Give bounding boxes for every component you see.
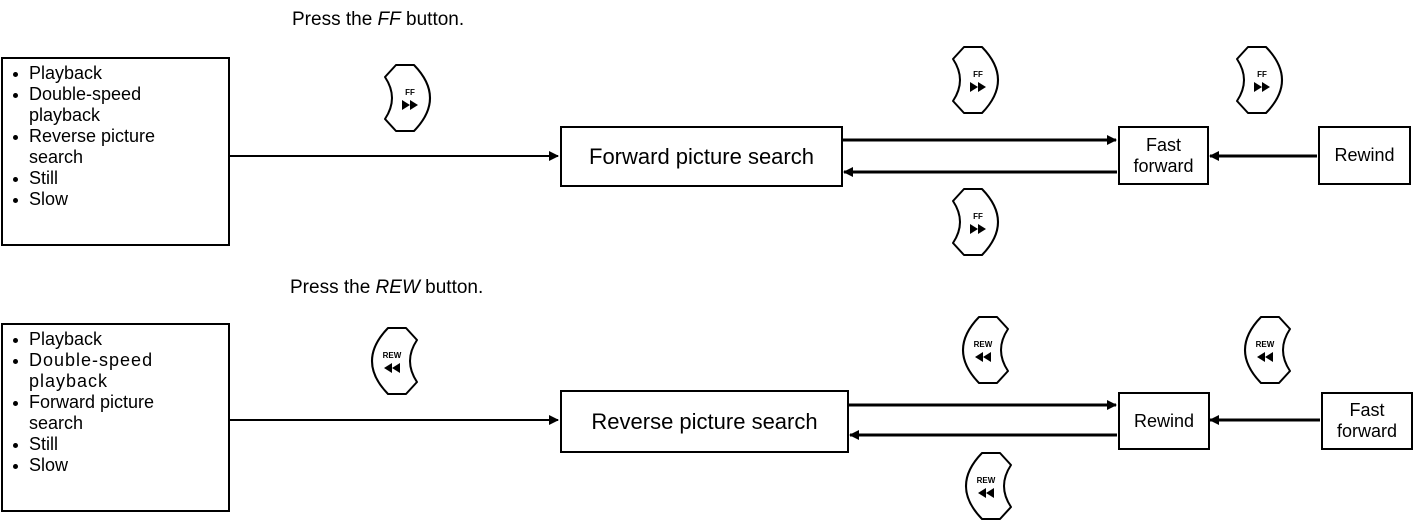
rew-rewind-box: Rewind [1118, 392, 1210, 450]
ff-fast-forward-label-line1: Fast [1145, 134, 1181, 155]
ff-button-fast-forward-to-search: FF [952, 188, 999, 256]
rew-caption: Press the REW button. [290, 277, 484, 298]
fast-forward-icon [970, 82, 986, 92]
ff-arrows [229, 135, 1317, 177]
rew-fast-forward-label-line1: Fast [1349, 400, 1385, 420]
list-item: Reverse picture search [3, 126, 199, 168]
list-item: Double-speed playback [3, 350, 199, 392]
ff-button-to-forward-search: FF [384, 64, 431, 132]
list-item: Playback [3, 329, 228, 350]
ff-source-states-list: Playback Double-speed playback Reverse p… [3, 63, 228, 210]
rew-button-label: REW [974, 340, 993, 349]
ff-fast-forward-box: Fast forward [1118, 126, 1209, 185]
rew-button-fast-forward-to-rewind: REW [1244, 316, 1291, 384]
rew-button-label: REW [383, 351, 402, 360]
rew-button-rewind-to-search: REW [965, 452, 1012, 520]
fast-forward-icon [402, 100, 418, 110]
list-item: Playback [3, 63, 228, 84]
list-item: Slow [3, 189, 228, 210]
rew-fast-forward-box: Fast forward [1321, 392, 1413, 450]
rew-button-icons: REW REW REW REW [371, 316, 1291, 520]
ff-forward-picture-search-label: Forward picture search [589, 143, 814, 169]
list-item: Double-speed playback [3, 84, 179, 126]
rew-button-to-reverse-search: REW [371, 327, 418, 395]
rew-button-label: REW [1256, 340, 1275, 349]
rew-button-label: REW [977, 476, 996, 485]
rewind-icon [1257, 352, 1273, 362]
ff-forward-picture-search-box: Forward picture search [560, 126, 843, 187]
ff-button-icons: FF FF FF FF [384, 46, 1283, 256]
ff-source-states-box: Playback Double-speed playback Reverse p… [1, 57, 230, 246]
ff-rewind-label: Rewind [1334, 145, 1395, 165]
ff-button-label: FF [973, 212, 983, 221]
rew-button-search-to-rewind: REW [962, 316, 1009, 384]
ff-fast-forward-label-line2: forward [1133, 155, 1194, 176]
ff-button-rewind-to-fast-forward: FF [1236, 46, 1283, 114]
rewind-icon [384, 363, 400, 373]
list-item: Still [3, 434, 228, 455]
rew-rewind-label: Rewind [1133, 410, 1195, 431]
ff-button-label: FF [405, 88, 415, 97]
rewind-icon [975, 352, 991, 362]
rew-arrows [229, 400, 1320, 440]
fast-forward-icon [1254, 82, 1270, 92]
rew-reverse-picture-search-label: Reverse picture search [591, 408, 818, 434]
ff-button-search-to-fast-forward: FF [952, 46, 999, 114]
ff-button-label: FF [1257, 70, 1267, 79]
rewind-icon [978, 488, 994, 498]
list-item: Still [3, 168, 228, 189]
rew-caption-button: REW [375, 277, 420, 298]
rew-reverse-picture-search-box: Reverse picture search [560, 390, 849, 453]
rew-source-states-box: Playback Double-speed playback Forward p… [1, 323, 230, 512]
ff-caption: Press the FF button. [292, 9, 465, 30]
rew-source-states-list: Playback Double-speed playback Forward p… [3, 329, 228, 476]
ff-button-label: FF [973, 70, 983, 79]
fast-forward-icon [970, 224, 986, 234]
rew-fast-forward-label-line2: forward [1336, 421, 1398, 441]
list-item: Slow [3, 455, 228, 476]
list-item: Forward picture search [3, 392, 199, 434]
ff-caption-button: FF [377, 9, 401, 30]
ff-rewind-box: Rewind [1318, 126, 1411, 185]
